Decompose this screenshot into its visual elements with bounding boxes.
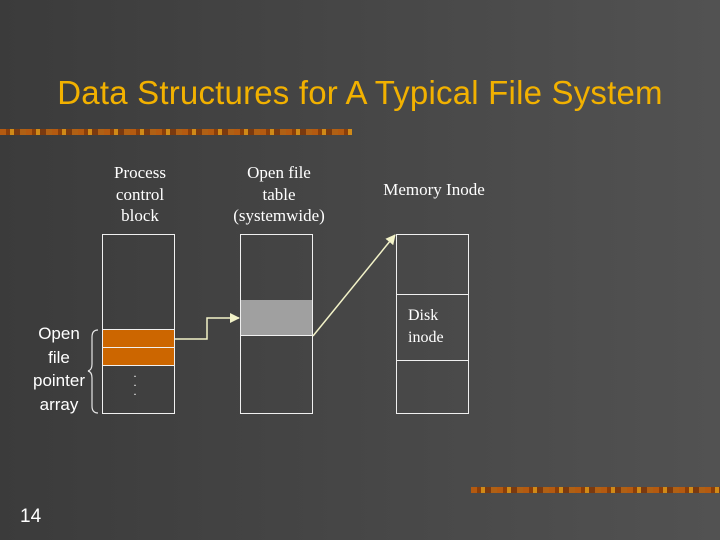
pointer-cell-1 bbox=[103, 330, 174, 347]
pcb-divider-3 bbox=[103, 365, 174, 366]
pcb-divider-2 bbox=[103, 329, 174, 330]
memory-inode-label: Memory Inode bbox=[383, 180, 485, 199]
open-file-table-box bbox=[240, 234, 313, 414]
ellipsis: · · · bbox=[133, 369, 137, 401]
inode-arrow bbox=[312, 234, 396, 337]
decorative-bar-top bbox=[0, 129, 352, 135]
open-file-table-entry bbox=[241, 300, 312, 336]
memory-inode-box bbox=[396, 234, 469, 414]
brace bbox=[87, 329, 99, 414]
pcb-box bbox=[102, 234, 175, 414]
page-number: 14 bbox=[20, 506, 42, 527]
pointer-arrow bbox=[175, 313, 240, 340]
pcb-divider bbox=[103, 347, 174, 348]
slide-title: Data Structures for A Typical File Syste… bbox=[57, 74, 663, 111]
inode-divider-bottom bbox=[397, 360, 468, 361]
pointer-cell-2 bbox=[103, 348, 174, 365]
decorative-bar-bottom bbox=[471, 487, 720, 493]
inode-divider-top bbox=[397, 294, 468, 295]
